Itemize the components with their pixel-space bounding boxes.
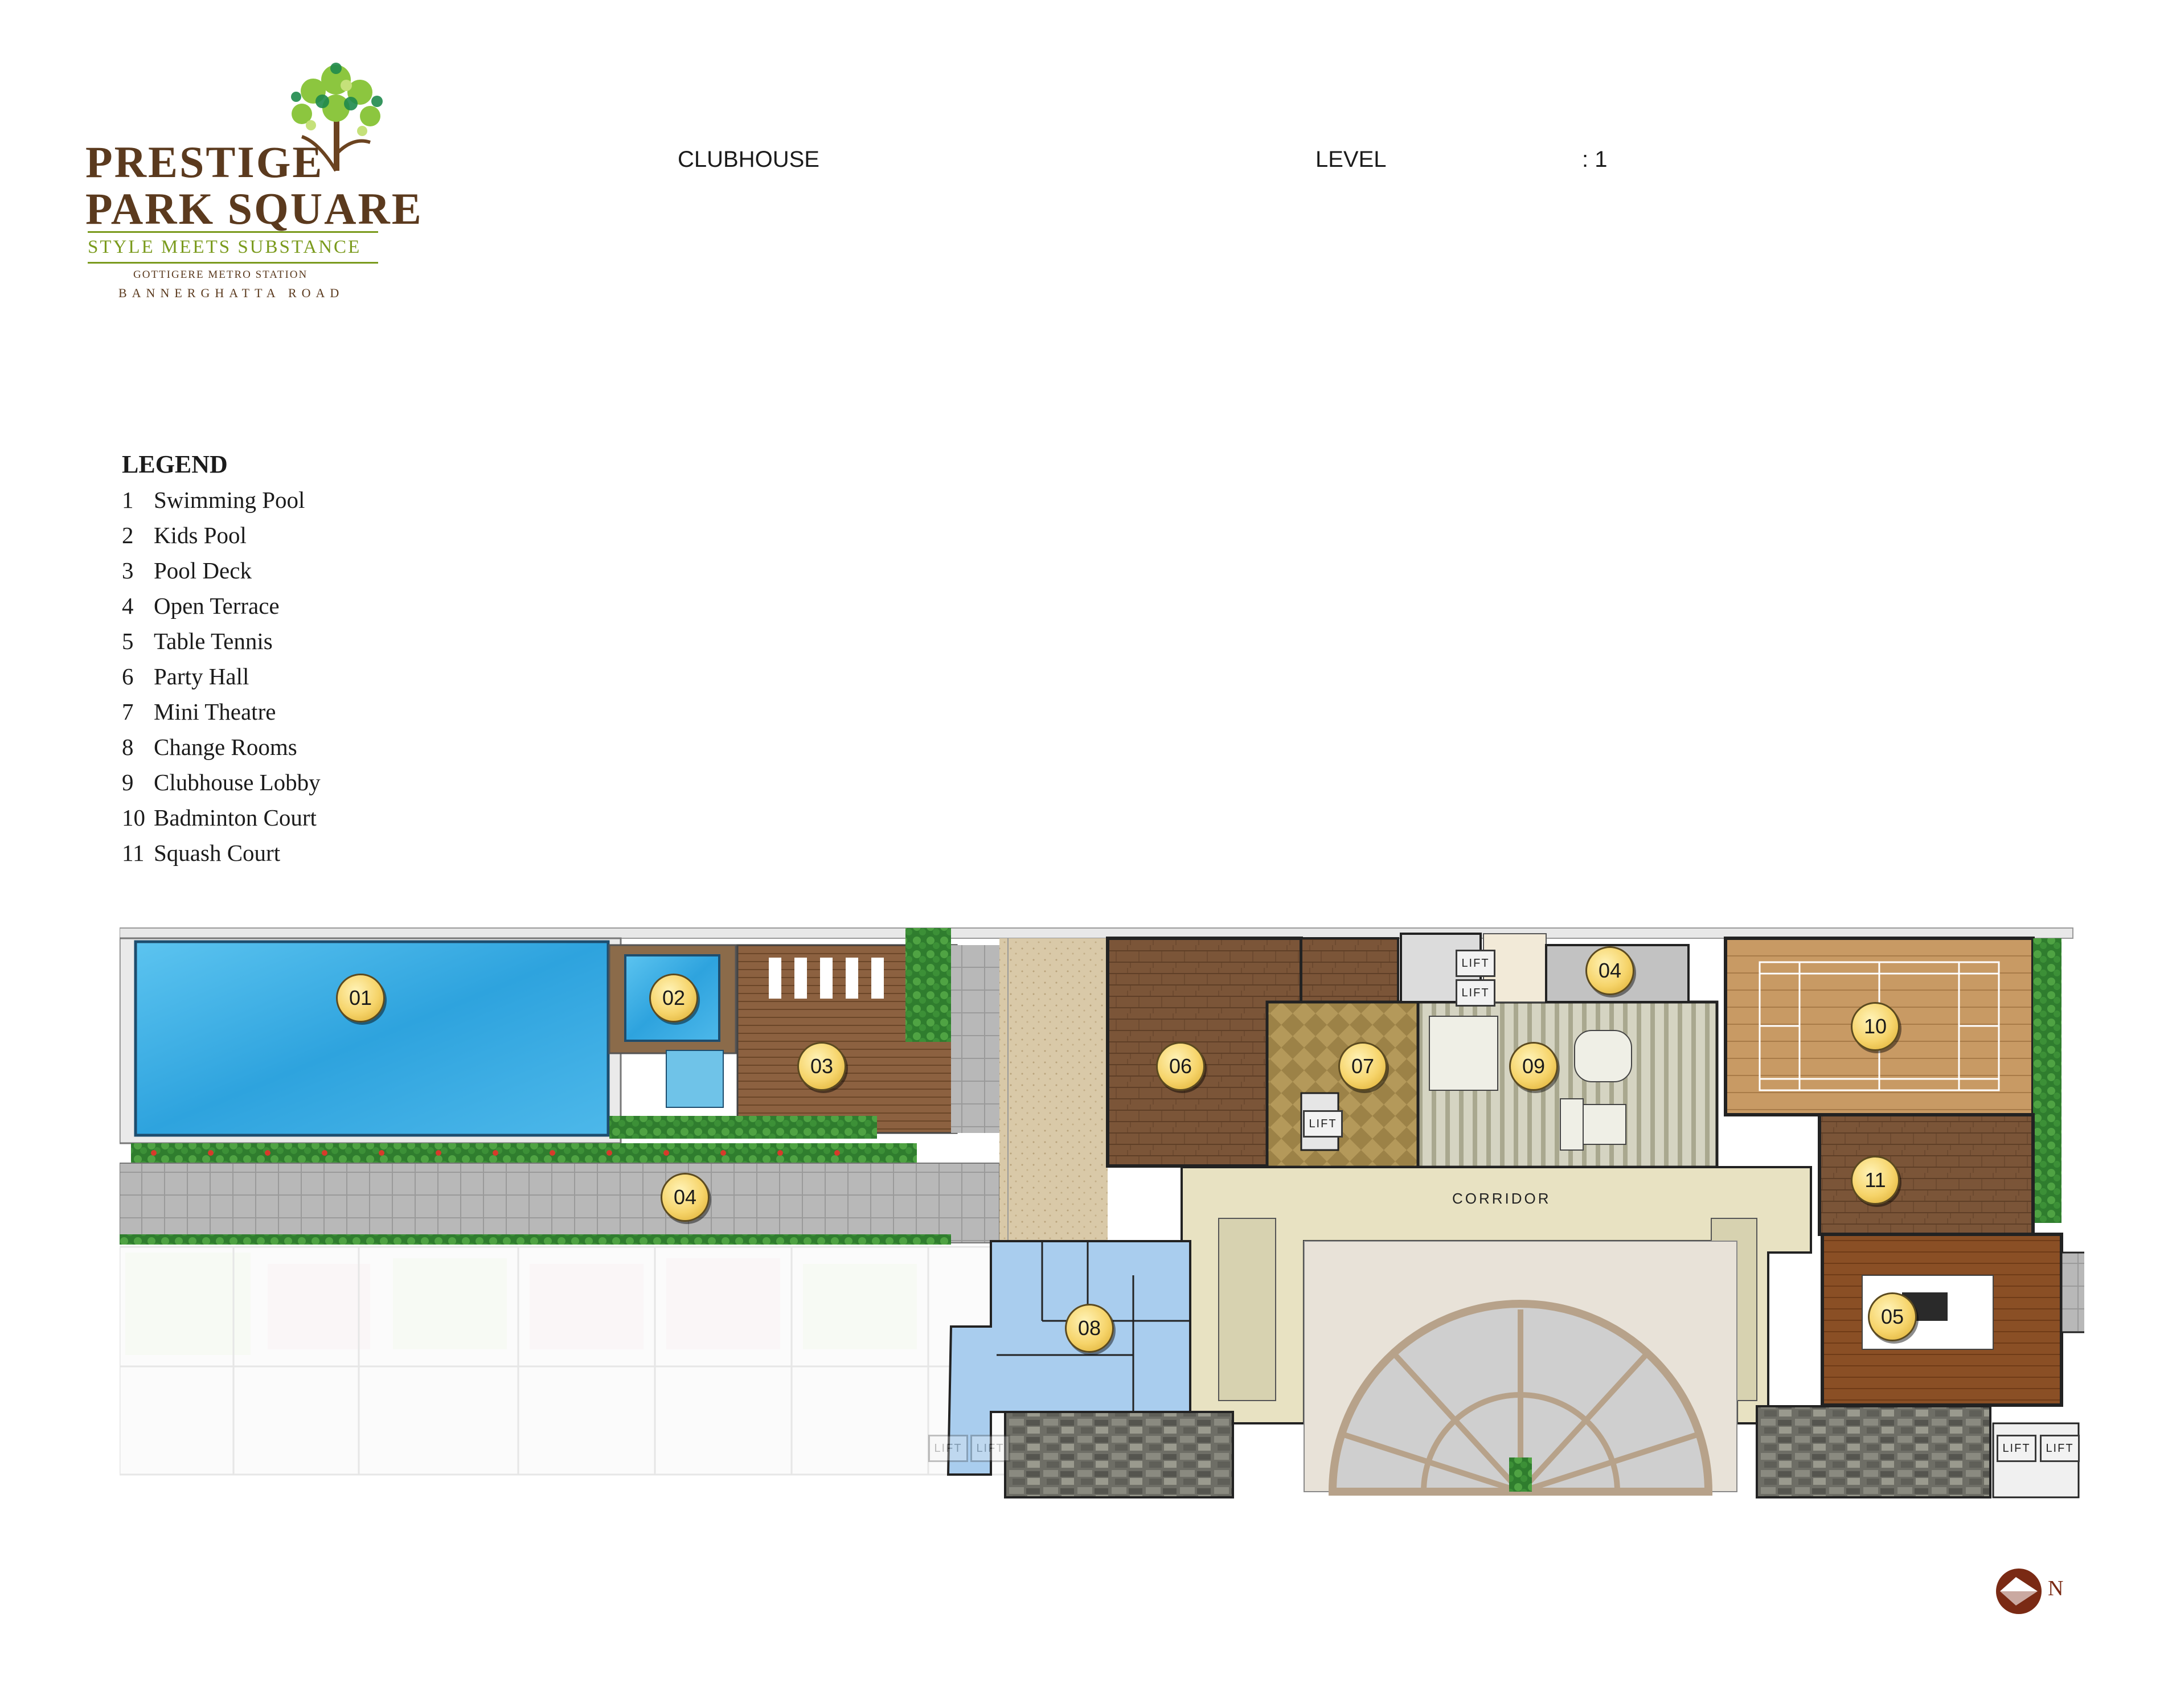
legend-number: 10 <box>122 804 145 831</box>
legend-label: Swimming Pool <box>154 487 305 513</box>
legend-label: Clubhouse Lobby <box>154 769 321 795</box>
level-value: : 1 <box>1582 147 1608 172</box>
legend-item: 11 Squash Court <box>122 835 520 871</box>
area-tag-04[interactable]: 04 <box>1585 946 1634 995</box>
legend-item: 9 Clubhouse Lobby <box>122 765 520 800</box>
swimming-pool <box>134 940 610 1137</box>
legend-label: Pool Deck <box>154 557 252 584</box>
legend-label: Party Hall <box>154 663 249 689</box>
lift-label: LIFT <box>1456 979 1495 1007</box>
legend-item: 1 Swimming Pool <box>122 482 520 518</box>
area-tag-03[interactable]: 03 <box>797 1042 846 1091</box>
legend-number: 2 <box>122 522 134 548</box>
area-tag-10[interactable]: 10 <box>1851 1002 1900 1051</box>
legend-label: Open Terrace <box>154 593 280 619</box>
legend: LEGEND 1 Swimming Pool 2 Kids Pool 3 Pool D… <box>122 450 520 871</box>
lift-label: LIFT <box>1456 950 1495 977</box>
lift-label: LIFT <box>1997 1435 2036 1462</box>
lift-label: LIFT <box>1303 1110 1343 1138</box>
adjacent-building-ghost <box>118 1246 1009 1476</box>
north-label: N <box>2048 1576 2064 1600</box>
legend-number: 5 <box>122 628 134 654</box>
floor-plan-drawing <box>118 927 2128 1498</box>
lift-label: LIFT <box>2040 1435 2080 1462</box>
legend-label: Kids Pool <box>154 522 247 548</box>
legend-item: 3 Pool Deck <box>122 553 520 588</box>
area-tag-04[interactable]: 04 <box>661 1173 710 1222</box>
corridor-label: CORRIDOR <box>1452 1190 1551 1207</box>
brand-tagline: STYLE MEETS SUBSTANCE <box>88 237 362 257</box>
legend-number: 11 <box>122 840 145 866</box>
legend-number: 6 <box>122 663 134 689</box>
legend-label: Mini Theatre <box>154 699 276 725</box>
legend-number: 3 <box>122 557 134 584</box>
area-tag-02[interactable]: 02 <box>649 974 698 1023</box>
legend-item: 2 Kids Pool <box>122 518 520 553</box>
level-label: LEVEL <box>1315 147 1387 172</box>
divider <box>88 231 378 233</box>
mini-theatre <box>1265 1000 1420 1169</box>
north-arrow: N <box>1993 1566 2073 1614</box>
area-tag-08[interactable]: 08 <box>1065 1304 1114 1353</box>
legend-label: Table Tennis <box>154 628 273 654</box>
legend-number: 4 <box>122 593 134 619</box>
legend-item: 4 Open Terrace <box>122 588 520 623</box>
legend-label: Badminton Court <box>154 804 317 831</box>
legend-number: 8 <box>122 734 134 760</box>
legend-number: 9 <box>122 769 134 795</box>
lift-label: LIFT <box>970 1435 1010 1462</box>
legend-item: 5 Table Tennis <box>122 623 520 659</box>
legend-item: 8 Change Rooms <box>122 729 520 765</box>
brand-logo: PRESTIGE PARK SQUARE STYLE MEETS SUBSTAN… <box>85 57 421 307</box>
legend-item: 6 Party Hall <box>122 659 520 694</box>
compass-icon <box>1996 1569 2042 1614</box>
brand-location-2: BANNERGHATTA ROAD <box>118 286 345 300</box>
legend-item: 7 Mini Theatre <box>122 694 520 729</box>
area-tag-05[interactable]: 05 <box>1868 1292 1917 1341</box>
legend-number: 7 <box>122 699 134 725</box>
legend-label: Change Rooms <box>154 734 297 760</box>
divider <box>88 262 378 264</box>
area-tag-06[interactable]: 06 <box>1156 1042 1205 1091</box>
legend-number: 1 <box>122 487 134 513</box>
legend-label: Squash Court <box>154 840 281 866</box>
area-tag-09[interactable]: 09 <box>1509 1042 1558 1091</box>
legend-title: LEGEND <box>122 450 228 478</box>
brand-line-1: PRESTIGE <box>85 137 324 187</box>
tree-icon <box>291 63 383 172</box>
brand-line-2: PARK SQUARE <box>85 184 423 233</box>
brand-location-1: GOTTIGERE METRO STATION <box>133 269 308 281</box>
area-tag-07[interactable]: 07 <box>1338 1042 1387 1091</box>
legend-item: 10 Badminton Court <box>122 800 520 835</box>
floor-plan: LIFT LIFT LIFT LIFT LIFT LIFT LIFT CORRI… <box>118 922 2128 1503</box>
page-title: CLUBHOUSE <box>678 147 819 172</box>
area-tag-01[interactable]: 01 <box>336 974 385 1023</box>
lift-label: LIFT <box>928 1435 968 1462</box>
open-terrace <box>119 1163 1000 1243</box>
area-tag-11[interactable]: 11 <box>1851 1156 1900 1205</box>
